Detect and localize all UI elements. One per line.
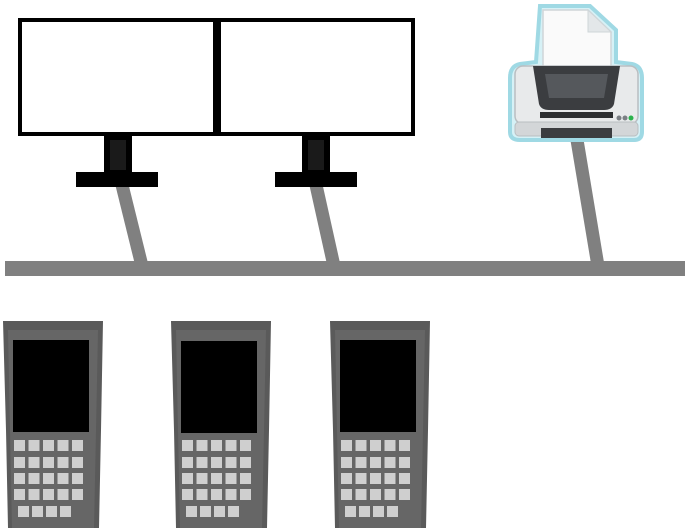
- printer-connector: [570, 138, 605, 268]
- handheld-terminal-2-key: [240, 440, 251, 451]
- handheld-terminal-1-key: [57, 473, 69, 484]
- handheld-terminal-3-key: [399, 440, 410, 451]
- handheld-terminal-2-key: [211, 473, 222, 484]
- printer-light-1: [616, 115, 622, 121]
- handheld-terminal-1-key: [43, 489, 54, 500]
- handheld-terminal-2-key: [196, 457, 208, 468]
- handheld-terminal-2-key: [211, 457, 222, 468]
- monitor-left-screen: [18, 18, 217, 136]
- handheld-terminal-1-key: [28, 457, 40, 468]
- handheld-terminal-1-key: [60, 506, 71, 517]
- handheld-terminal-2-key: [225, 457, 237, 468]
- handheld-terminal-3-key: [387, 506, 398, 517]
- handheld-terminal-2-key: [211, 440, 222, 451]
- handheld-terminal-1-key: [72, 440, 83, 451]
- handheld-terminal-2-key: [240, 457, 251, 468]
- handheld-terminal-2-key: [225, 440, 237, 451]
- handheld-terminal-3: [330, 321, 430, 528]
- handheld-terminal-1-key: [57, 457, 69, 468]
- handheld-terminal-3-key: [341, 489, 352, 500]
- handheld-terminal-2-key: [196, 473, 208, 484]
- monitor-right: [217, 18, 415, 187]
- handheld-terminal-3-key: [370, 489, 381, 500]
- handheld-terminal-3-key: [399, 473, 410, 484]
- handheld-terminal-1-key: [18, 506, 29, 517]
- handheld-terminal-3-key: [384, 489, 396, 500]
- handheld-terminal-1-key: [14, 473, 25, 484]
- handheld-terminal-3-key: [370, 440, 381, 451]
- handheld-terminal-3-key: [399, 489, 410, 500]
- printer-tray: [541, 128, 612, 138]
- handheld-terminal-2-key: [214, 506, 225, 517]
- printer-light-2: [622, 115, 628, 121]
- handheld-terminal-1-key: [28, 440, 40, 451]
- printer-output-slot: [540, 112, 613, 118]
- handheld-terminal-3-key: [355, 489, 367, 500]
- handheld-terminal-2-key: [225, 473, 237, 484]
- handheld-terminal-1-key: [72, 473, 83, 484]
- handheld-terminal-2-key: [182, 440, 193, 451]
- monitor-right-connector: [309, 183, 341, 268]
- handheld-terminal-1-key: [72, 489, 83, 500]
- handheld-terminal-1-key: [32, 506, 43, 517]
- handheld-terminal-2-key: [186, 506, 197, 517]
- handheld-terminal-3-key: [341, 440, 352, 451]
- monitor-left-base: [76, 172, 158, 187]
- handheld-terminal-3-key: [345, 506, 356, 517]
- monitor-left-connector: [115, 183, 149, 268]
- handheld-terminal-3-key: [373, 506, 384, 517]
- handheld-terminal-1-key: [43, 457, 54, 468]
- handheld-terminal-3-key: [399, 457, 410, 468]
- handheld-terminal-3-key: [341, 457, 352, 468]
- monitor-left-neck-highlight: [110, 140, 126, 170]
- handheld-terminal-1-key: [72, 457, 83, 468]
- printer-paper-fold: [587, 8, 613, 33]
- printer-light-3: [628, 115, 634, 121]
- handheld-terminal-3-key: [355, 440, 367, 451]
- handheld-terminal-3-key: [341, 473, 352, 484]
- handheld-terminal-3-key: [359, 506, 370, 517]
- monitor-left: [18, 18, 217, 187]
- handheld-terminal-3-key: [355, 457, 367, 468]
- handheld-terminal-2-key: [182, 473, 193, 484]
- printer: [508, 4, 644, 142]
- handheld-terminal-1-key: [57, 440, 69, 451]
- handheld-terminal-1-key: [43, 473, 54, 484]
- handheld-terminal-2-key: [225, 489, 237, 500]
- handheld-terminal-1-key: [28, 473, 40, 484]
- handheld-terminal-3-key: [384, 440, 396, 451]
- handheld-terminal-3-screen: [340, 340, 416, 432]
- monitor-right-neck-highlight: [308, 140, 324, 170]
- handheld-terminal-1-key: [43, 440, 54, 451]
- handheld-terminal-3-key: [384, 457, 396, 468]
- handheld-terminal-1-screen: [13, 340, 89, 432]
- handheld-terminal-2-key: [196, 440, 208, 451]
- handheld-terminal-2-key: [196, 489, 208, 500]
- handheld-terminal-1-key: [57, 489, 69, 500]
- handheld-terminal-2-key: [228, 506, 239, 517]
- handheld-terminal-2-key: [200, 506, 211, 517]
- handheld-terminal-1-key: [28, 489, 40, 500]
- handheld-terminal-1-key: [46, 506, 57, 517]
- handheld-terminal-3-key: [370, 473, 381, 484]
- handheld-terminal-2-screen: [181, 341, 257, 433]
- handheld-terminal-1-key: [14, 457, 25, 468]
- handheld-terminal-2-key: [182, 489, 193, 500]
- handheld-terminal-3-key: [384, 473, 396, 484]
- handheld-terminal-2-key: [182, 457, 193, 468]
- printer-top-cover-inner: [545, 74, 608, 98]
- handheld-terminal-2: [171, 321, 271, 528]
- handheld-terminal-1: [3, 321, 103, 528]
- monitor-right-base: [275, 172, 357, 187]
- monitor-right-screen: [217, 18, 415, 136]
- handheld-terminal-3-key: [370, 457, 381, 468]
- network-bus: [5, 261, 685, 276]
- handheld-terminal-2-key: [240, 489, 251, 500]
- handheld-terminal-1-key: [14, 489, 25, 500]
- handheld-terminal-3-key: [355, 473, 367, 484]
- handheld-terminal-2-key: [211, 489, 222, 500]
- handheld-terminal-2-key: [240, 473, 251, 484]
- handheld-terminal-1-key: [14, 440, 25, 451]
